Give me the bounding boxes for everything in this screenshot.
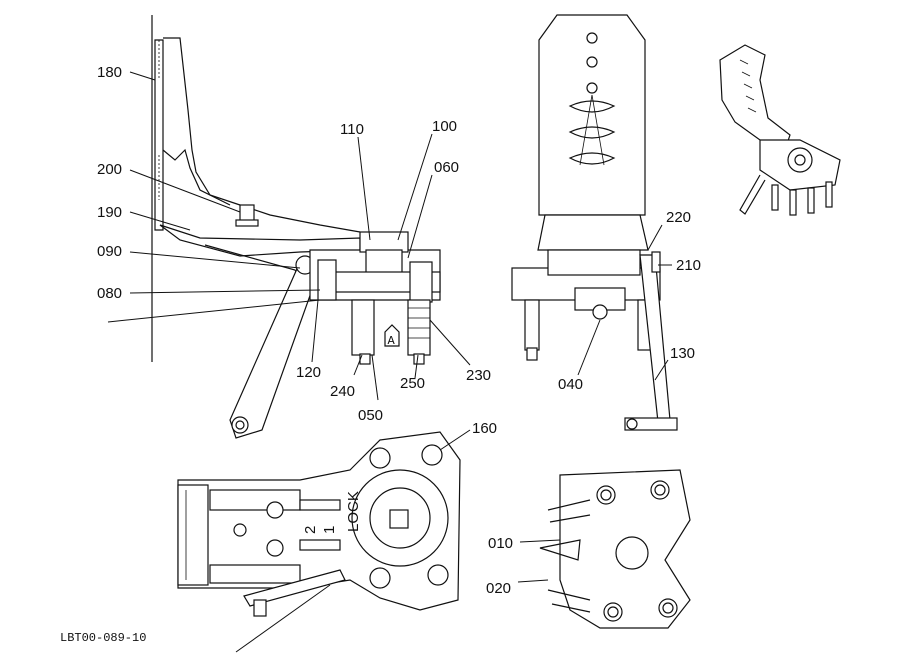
view-marker-label: A	[388, 334, 396, 348]
drawing-code: LBT00-089-10	[60, 631, 146, 645]
callout-200: 200	[97, 161, 122, 178]
callout-240: 240	[330, 383, 355, 400]
top-view: 2 1 LOCK	[177, 431, 461, 617]
callout-080: 080	[97, 285, 122, 302]
callout-010: 010	[488, 535, 513, 552]
callout-090: 090	[97, 243, 122, 260]
lock-marking: LOCK	[345, 491, 362, 532]
callout-130: 130	[670, 345, 695, 362]
position-2-marking: 2	[302, 526, 319, 534]
callout-220: 220	[666, 209, 691, 226]
callout-060: 060	[434, 159, 459, 176]
callout-160: 160	[472, 420, 497, 437]
bottom-view	[539, 469, 691, 629]
callout-230: 230	[466, 367, 491, 384]
position-1-marking: 1	[321, 526, 338, 534]
side-view: A	[151, 15, 441, 439]
callout-110: 110	[340, 121, 364, 138]
front-view	[511, 14, 678, 431]
callout-100: 100	[432, 118, 457, 135]
callout-190: 190	[97, 204, 122, 221]
callout-050: 050	[358, 407, 383, 424]
callout-020: 020	[486, 580, 511, 597]
leader-lines	[107, 71, 672, 653]
callout-250: 250	[400, 375, 425, 392]
callout-labels: 180 200 190 090 080 110 100 060 120 240 …	[97, 64, 701, 597]
callout-210: 210	[676, 257, 701, 274]
isometric-view	[719, 44, 841, 216]
callout-120: 120	[296, 364, 321, 381]
callout-180: 180	[97, 64, 122, 81]
callout-040: 040	[558, 376, 583, 393]
